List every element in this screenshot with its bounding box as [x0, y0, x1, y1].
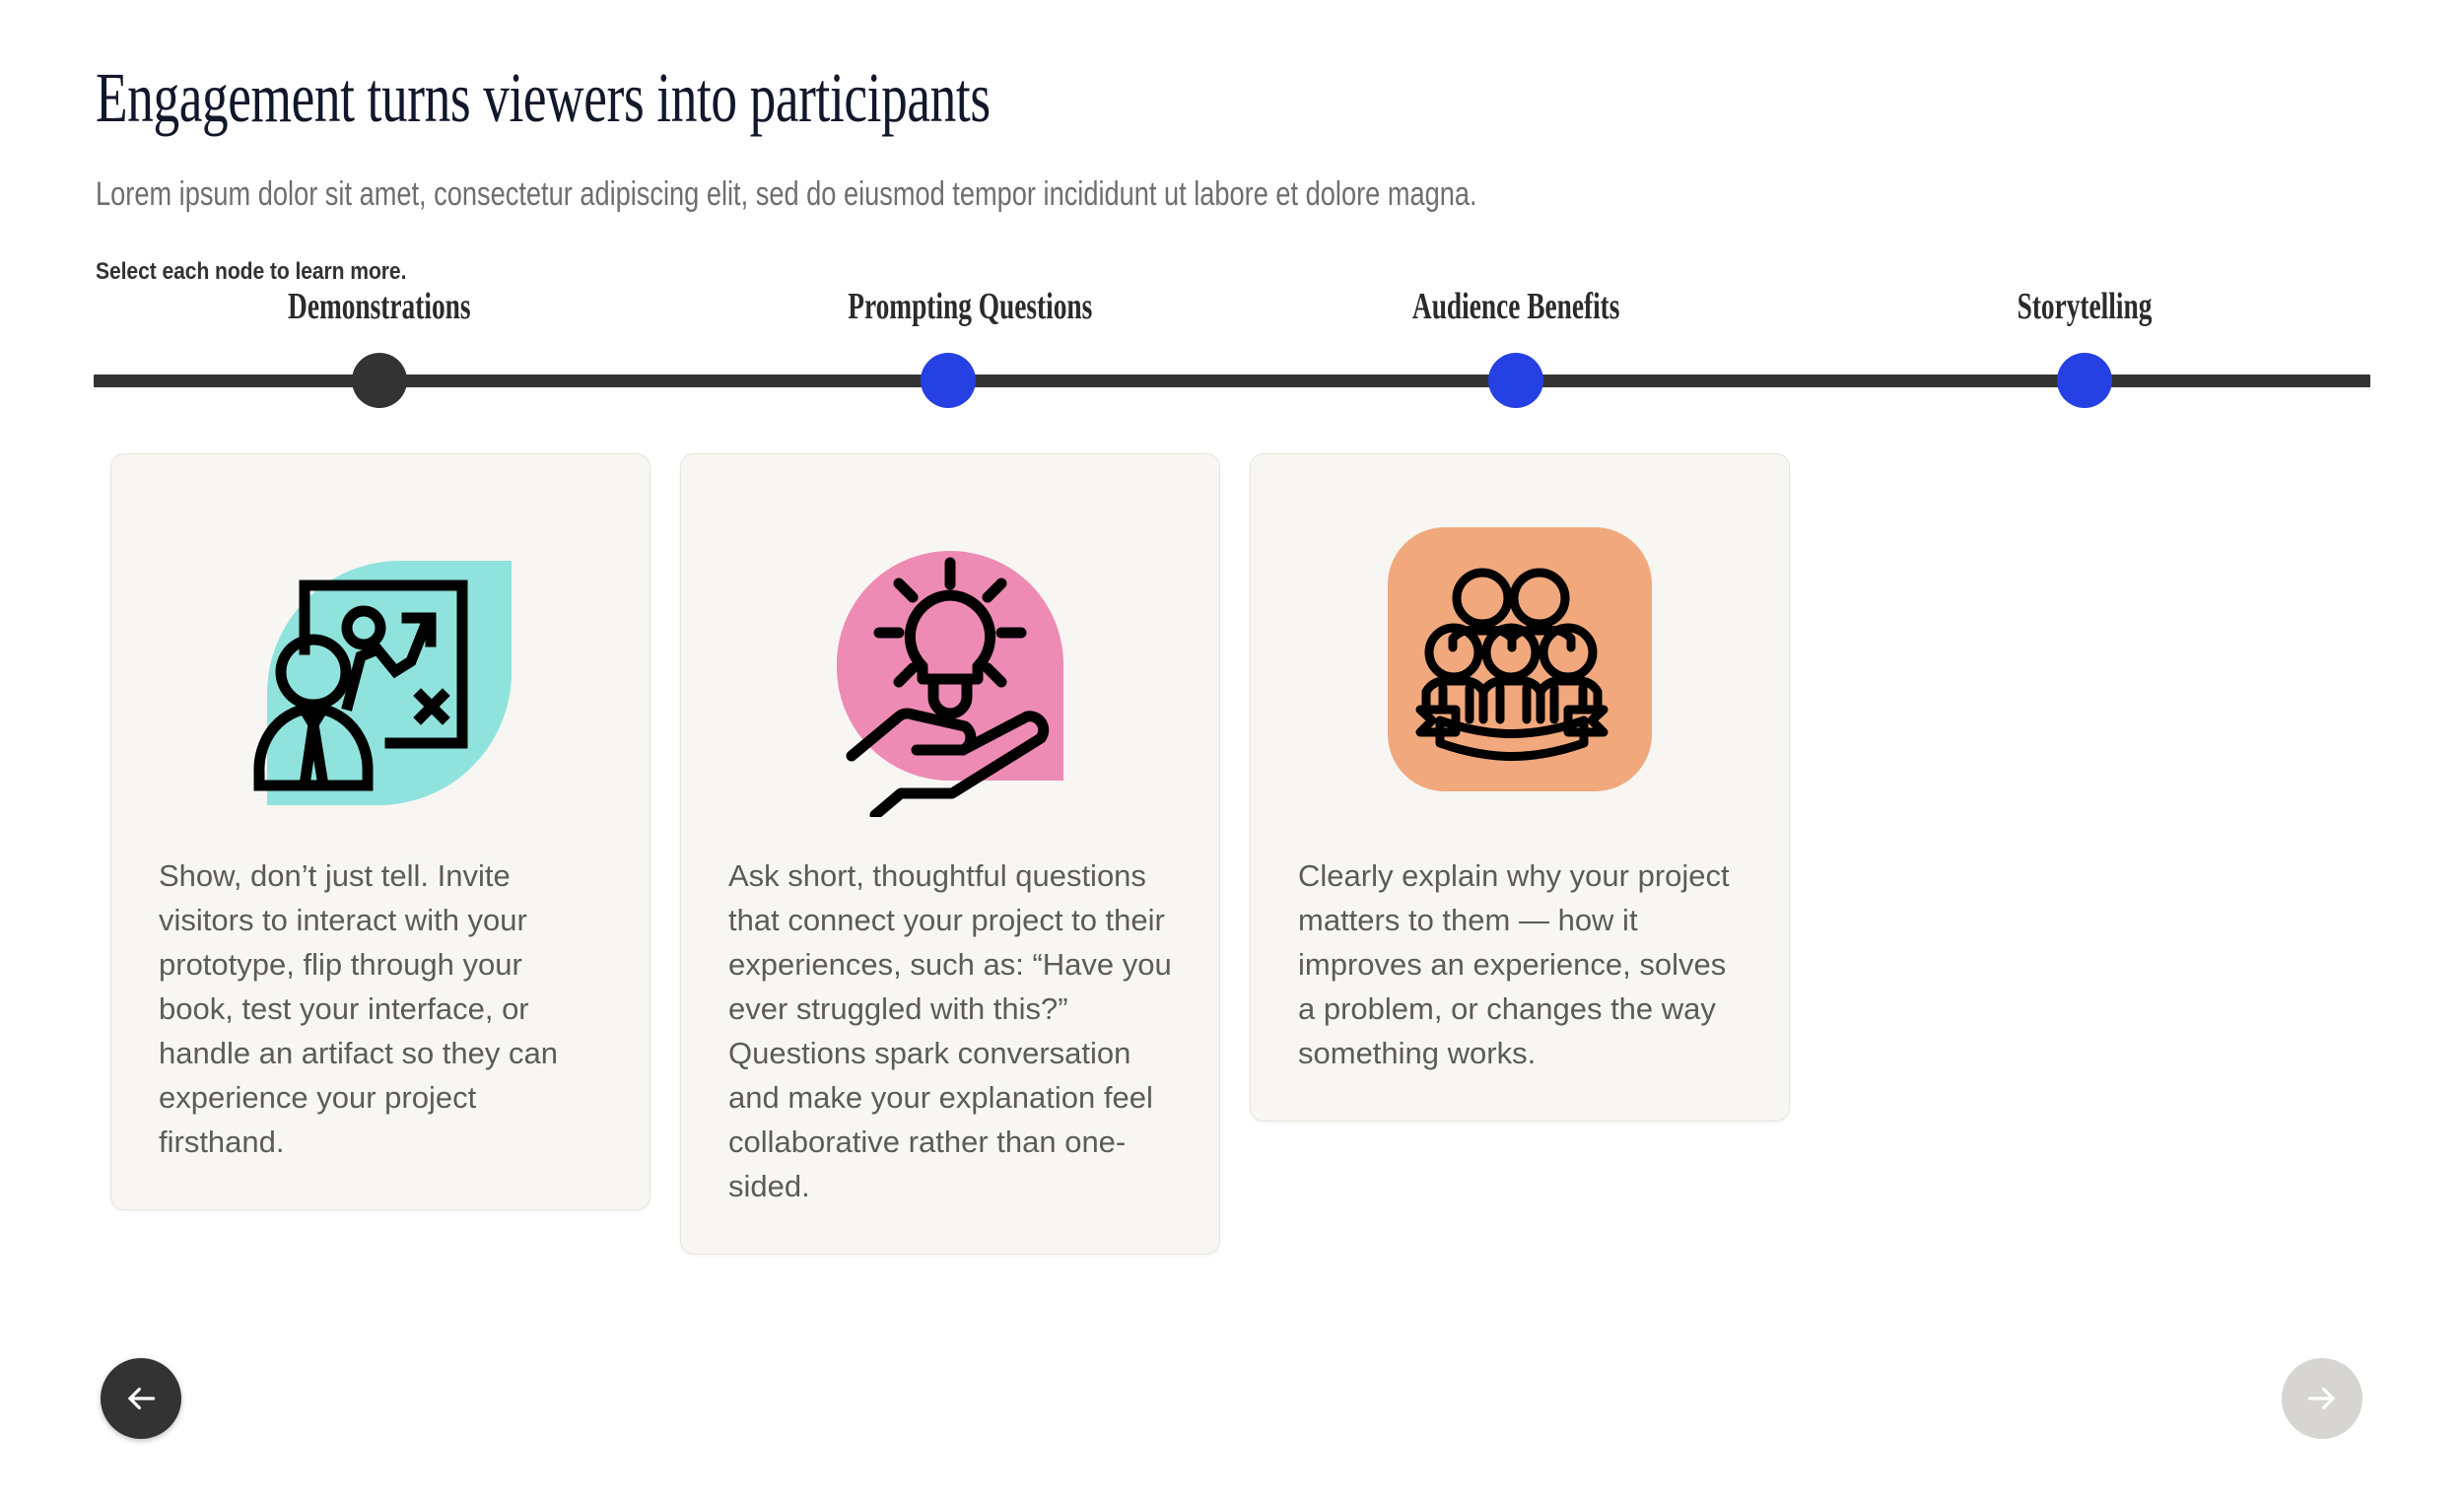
card-description: Ask short, thoughtful questions that con… — [728, 858, 1172, 1203]
timeline: Demonstrations Prompting Questions Audie… — [0, 286, 2464, 414]
card-audience-benefits[interactable]: Clearly explain why your project matters… — [1250, 453, 1790, 1122]
timeline-node-storytelling[interactable]: Storytelling — [1937, 286, 2232, 414]
card-icon-area — [111, 454, 650, 853]
timeline-rail — [94, 375, 2370, 387]
card-description: Clearly explain why your project matters… — [1298, 858, 1730, 1070]
timeline-node-dot-active[interactable] — [352, 353, 407, 408]
timeline-node-dot[interactable] — [921, 353, 976, 408]
prev-button[interactable] — [101, 1358, 181, 1439]
lightbulb-in-hand-icon — [836, 550, 1063, 817]
arrow-right-icon — [2307, 1387, 2335, 1410]
audience-group-icon — [1388, 526, 1652, 791]
timeline-node-dot[interactable] — [2057, 353, 2112, 408]
page-title: Engagement turns viewers into participan… — [96, 58, 991, 137]
page-subtitle: Lorem ipsum dolor sit amet, consectetur … — [96, 175, 1477, 213]
timeline-node-audience-benefits[interactable]: Audience Benefits — [1368, 286, 1664, 414]
arrow-left-icon — [128, 1387, 156, 1410]
timeline-node-label: Demonstrations — [288, 286, 471, 327]
timeline-node-label: Storytelling — [2017, 286, 2153, 327]
card-icon-area — [681, 454, 1219, 853]
card-demonstrations[interactable]: Show, don’t just tell. Invite visitors t… — [110, 453, 650, 1210]
timeline-node-dot[interactable] — [1488, 353, 1543, 408]
timeline-node-label: Audience Benefits — [1411, 286, 1620, 327]
timeline-node-demonstrations[interactable]: Demonstrations — [232, 286, 527, 414]
instruction-hint: Select each node to learn more. — [96, 258, 407, 285]
timeline-node-prompting-questions[interactable]: Prompting Questions — [800, 286, 1096, 414]
timeline-node-label: Prompting Questions — [848, 286, 1093, 327]
presentation-person-icon — [253, 560, 512, 805]
card-description: Show, don’t just tell. Invite visitors t… — [159, 858, 558, 1159]
card-icon-area — [1251, 454, 1789, 853]
card-prompting-questions[interactable]: Ask short, thoughtful questions that con… — [680, 453, 1220, 1255]
next-button[interactable] — [2282, 1358, 2362, 1439]
